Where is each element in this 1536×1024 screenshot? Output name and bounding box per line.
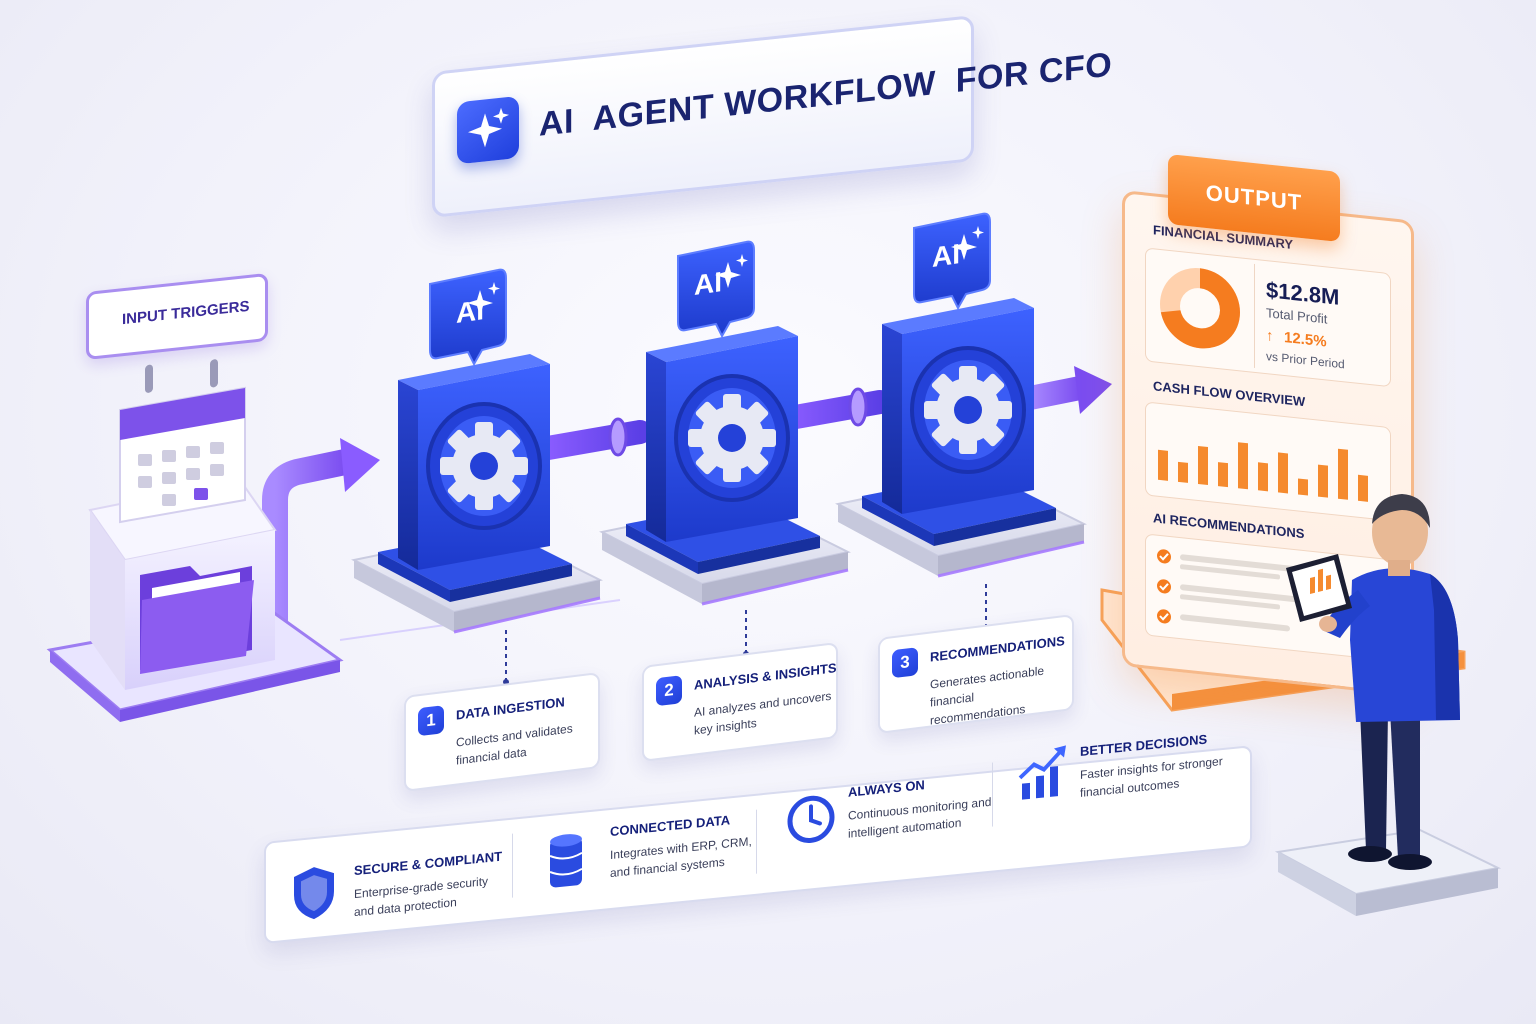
pipe-ring — [608, 417, 628, 457]
arrow-up-icon: ↑ — [1266, 327, 1274, 345]
calendar-icon — [119, 359, 246, 524]
cash-flow-bar — [1178, 461, 1188, 483]
ai-badge-1: AI — [456, 294, 484, 329]
pipe-ring — [848, 387, 868, 427]
cash-flow-bar — [1258, 462, 1268, 492]
profit-change-value: 12.5% — [1284, 329, 1327, 351]
cfo-person-figure — [1274, 494, 1502, 916]
ai-badge-3: AI — [932, 238, 960, 273]
cash-flow-bar — [1158, 449, 1168, 481]
cash-flow-bar — [1238, 442, 1248, 490]
ai-recommendations-card — [1145, 533, 1391, 662]
folder-icon — [140, 566, 254, 674]
shield-icon — [294, 867, 334, 920]
sparkle-icon — [457, 95, 519, 165]
profit-change-label: vs Prior Period — [1266, 349, 1345, 372]
trend-chart-icon — [1018, 745, 1066, 800]
cash-flow-bar — [1298, 478, 1308, 496]
title-card: AI AGENT WORKFLOW FOR CFO — [432, 15, 1112, 218]
step-title: RECOMMENDATIONS — [930, 633, 1065, 665]
station-3 — [836, 211, 1086, 578]
cash-flow-bar — [1318, 464, 1328, 498]
step-description: Collects and validates financial data — [456, 721, 573, 768]
cash-flow-card — [1145, 401, 1391, 522]
output-arrow-head — [1074, 366, 1112, 414]
database-icon — [549, 834, 583, 888]
donut-chart — [1160, 267, 1240, 349]
cash-flow-bar — [1338, 448, 1348, 500]
input-arrow-head — [340, 438, 380, 492]
cash-flow-bar — [1278, 452, 1288, 494]
cash-flow-bar — [1358, 474, 1368, 502]
step-number: 3 — [892, 647, 918, 679]
step-description: AI analyzes and uncovers key insights — [694, 688, 832, 738]
benefits-strip: SECURE & COMPLIANT Enterprise-grade secu… — [264, 732, 1252, 944]
cash-flow-bar-chart — [1158, 442, 1368, 502]
output-flow-arrow — [1018, 376, 1092, 410]
step-title: DATA INGESTION — [456, 694, 565, 723]
tablet-icon — [1286, 554, 1352, 622]
check-icon — [1157, 549, 1171, 564]
output-panel: FINANCIAL SUMMARY $12.8M Total Profit ↑ … — [1122, 190, 1414, 697]
station-2 — [600, 239, 850, 606]
step-number: 1 — [418, 705, 444, 737]
cash-flow-bar — [1198, 445, 1208, 486]
ai-badge-2: AI — [694, 266, 722, 301]
input-station — [46, 359, 344, 722]
check-icon — [1157, 609, 1171, 624]
step-number: 2 — [656, 675, 682, 707]
financial-summary-card: $12.8M Total Profit ↑ 12.5% vs Prior Per… — [1145, 247, 1391, 388]
check-icon — [1157, 579, 1171, 594]
input-flow-arrow — [262, 449, 358, 633]
clock-icon — [787, 795, 835, 843]
cash-flow-bar — [1218, 462, 1228, 488]
